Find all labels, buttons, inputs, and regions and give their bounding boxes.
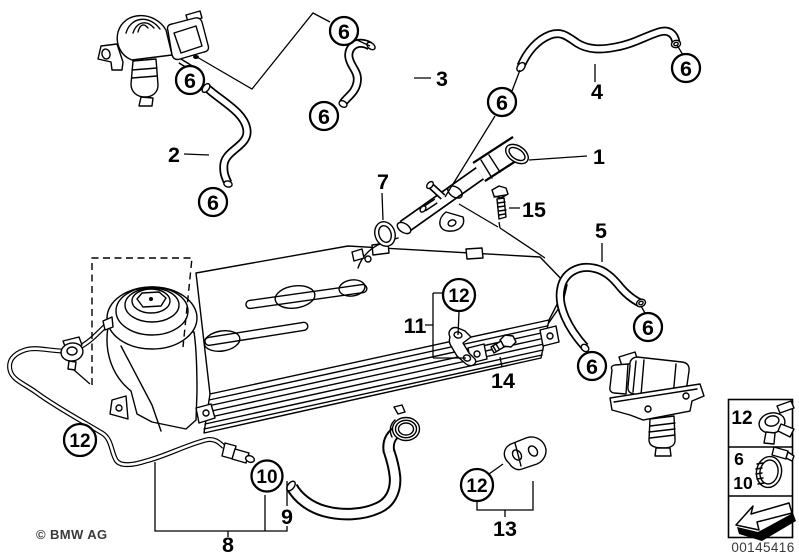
part-label-2[interactable]: 2 — [168, 143, 180, 167]
callout-leader-lines — [73, 12, 684, 537]
part-label-9[interactable]: 9 — [281, 505, 293, 529]
spring-clip-icon — [758, 400, 795, 445]
part-label-15[interactable]: 15 — [522, 198, 546, 222]
callout-number[interactable]: 6 — [496, 91, 508, 115]
part-label-11[interactable]: 11 — [404, 314, 427, 338]
part-callout-circle-6-5[interactable]: 6 — [486, 86, 518, 118]
part-callout-circle-6-6[interactable]: 6 — [670, 52, 702, 84]
vacuum-valve-top-left-drawing — [97, 10, 210, 107]
legend-clamp-number-10: 10 — [733, 473, 753, 493]
oil-filter-housing-drawing — [102, 286, 216, 432]
part-label-1[interactable]: 1 — [593, 145, 605, 169]
part-callout-circle-6-8[interactable]: 6 — [576, 350, 608, 382]
callout-number[interactable]: 12 — [466, 476, 487, 497]
hose-2-drawing — [201, 82, 252, 188]
hose-3-drawing — [338, 38, 376, 109]
part-callout-circle-12-1[interactable]: 12 — [62, 422, 98, 458]
callout-number[interactable]: 6 — [318, 105, 330, 129]
part-callout-circle-6-7[interactable]: 6 — [632, 311, 664, 343]
hose-4-drawing — [516, 26, 682, 73]
copyright-text: © BMW AG — [36, 527, 108, 542]
hose-9-drawing — [286, 404, 421, 521]
legend-clip-number: 12 — [731, 408, 752, 429]
part-callout-circle-6-3[interactable]: 6 — [328, 15, 360, 47]
dashed-reference-box — [91, 257, 193, 385]
direction-arrow-icon — [735, 502, 796, 541]
part-label-4[interactable]: 4 — [591, 80, 603, 104]
bolt-14-drawing — [490, 334, 517, 354]
part-callout-circle-12-2[interactable]: 12 — [441, 277, 477, 313]
part-label-13[interactable]: 13 — [493, 517, 517, 541]
callout-number[interactable]: 6 — [184, 69, 196, 93]
part-callout-circle-10[interactable]: 10 — [250, 459, 284, 493]
part-callout-circle-6-4[interactable]: 6 — [308, 100, 340, 132]
part-label-14[interactable]: 14 — [491, 369, 515, 393]
bracket-13-drawing — [503, 436, 547, 471]
callout-number[interactable]: 6 — [680, 57, 692, 81]
bolt-15-drawing — [491, 185, 509, 220]
callout-number[interactable]: 6 — [338, 20, 350, 44]
callout-number[interactable]: 6 — [586, 355, 598, 379]
callout-number[interactable]: 12 — [448, 286, 469, 307]
part-label-5[interactable]: 5 — [595, 219, 607, 243]
part-label-3[interactable]: 3 — [436, 67, 448, 91]
hose-5-drawing — [555, 262, 647, 353]
callout-number[interactable]: 12 — [69, 431, 90, 452]
legend-divider — [727, 446, 794, 497]
image-number: 00145416 — [731, 540, 794, 555]
callout-number[interactable]: 6 — [207, 191, 219, 215]
legend-clamp-number-6: 6 — [734, 449, 744, 469]
part-callout-circle-12-3[interactable]: 12 — [459, 467, 495, 503]
vacuum-valve-right-drawing — [609, 351, 705, 457]
o-ring-drawing — [374, 221, 396, 247]
hose-clip-fitting — [60, 336, 84, 371]
part-callout-circle-6-1[interactable]: 6 — [174, 64, 206, 96]
part-callout-circle-6-2[interactable]: 6 — [197, 186, 229, 218]
hose-clamp-icon — [755, 446, 795, 489]
bracket-11-drawing — [448, 326, 477, 367]
hose-8-connector — [221, 442, 256, 464]
quick-connector-head — [389, 404, 421, 442]
part-label-8[interactable]: 8 — [222, 533, 234, 557]
callout-number[interactable]: 6 — [642, 316, 654, 340]
vent-pipe-drawing — [396, 135, 529, 235]
part-label-7[interactable]: 7 — [377, 170, 389, 194]
callout-number[interactable]: 10 — [256, 467, 277, 488]
legend-box: 12 6 10 — [727, 398, 796, 541]
engine-valve-cover-drawing — [102, 237, 568, 434]
hose-8-drawing — [7, 296, 256, 468]
